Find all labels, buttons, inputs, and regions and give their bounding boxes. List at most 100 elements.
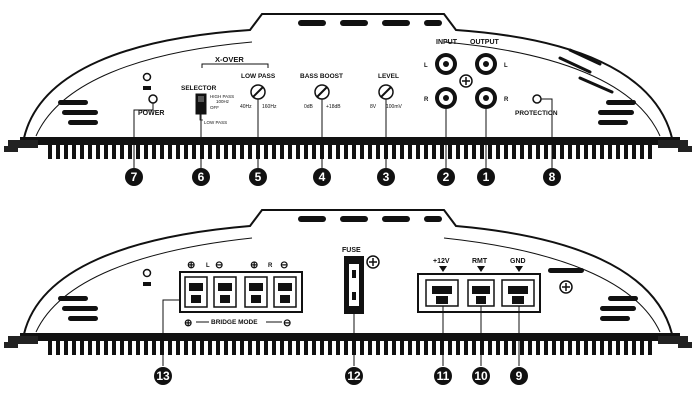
power-label: POWER	[138, 110, 164, 117]
callout-9: 9	[510, 367, 528, 385]
speaker-terminals[interactable]	[184, 276, 297, 308]
power-led	[148, 94, 158, 104]
bottom-leader-lines	[162, 299, 520, 366]
bass-boost-knob[interactable]	[314, 84, 330, 100]
bottom-right-side-vents	[600, 296, 638, 321]
bottom-panel: ⊕ L ⊖ ⊕ R ⊖ ⊕ BRIDGE MODE ⊖ FUSE	[4, 209, 692, 366]
selector-label: SELECTOR	[181, 85, 217, 92]
top-heatsink-fins	[44, 145, 652, 159]
callout-12: 12	[345, 367, 363, 385]
terminal-rmt-label: RMT	[472, 258, 488, 265]
callout-10: 10	[472, 367, 490, 385]
protection-led	[532, 94, 542, 104]
top-vent-slots	[298, 20, 442, 26]
output-channel-right: R	[504, 97, 509, 103]
callout-13: 13	[154, 367, 172, 385]
level-max: 100mV	[386, 104, 403, 110]
speaker-minus-left-icon: ⊖	[215, 260, 223, 271]
svg-text:12: 12	[347, 369, 361, 383]
bass-boost-max: +18dB	[326, 104, 341, 110]
callout-1: 1	[477, 168, 495, 186]
bridge-plus-icon: ⊕	[184, 318, 192, 329]
top-panel: POWER X-OVER SELECTOR HIGH PASS 100Hz OF…	[4, 13, 692, 168]
input-channel-left: L	[424, 63, 428, 69]
callout-6: 6	[192, 168, 210, 186]
callout-2: 2	[437, 168, 455, 186]
speaker-plus-right-icon: ⊕	[250, 260, 258, 271]
callout-4: 4	[313, 168, 331, 186]
bridge-mode-label: BRIDGE MODE	[211, 319, 258, 326]
output-rca-right[interactable]	[475, 87, 497, 109]
selector-high-pass: HIGH PASS	[210, 94, 234, 99]
low-pass-min: 40Hz	[240, 104, 252, 110]
level-knob[interactable]	[378, 84, 394, 100]
center-screw	[459, 74, 473, 88]
top-left-foot	[4, 140, 38, 152]
terminal-screw	[559, 280, 573, 294]
svg-text:3: 3	[383, 170, 390, 184]
level-label: LEVEL	[378, 73, 399, 80]
svg-text:8: 8	[549, 170, 556, 184]
input-rca-right[interactable]	[435, 87, 457, 109]
svg-text:6: 6	[198, 170, 205, 184]
svg-text:4: 4	[319, 170, 326, 184]
terminal-12v-arrow-icon	[439, 266, 447, 272]
svg-text:13: 13	[156, 369, 170, 383]
svg-text:9: 9	[516, 369, 523, 383]
terminal-12v-label: +12V	[433, 258, 450, 265]
top-body-outline	[22, 13, 674, 139]
bridge-minus-icon: ⊖	[283, 318, 291, 329]
bottom-vent-slots	[298, 216, 442, 222]
selector-off: OFF	[210, 105, 219, 110]
bass-boost-min: 0dB	[304, 104, 314, 110]
svg-text:2: 2	[443, 170, 450, 184]
svg-text:1: 1	[483, 170, 490, 184]
input-rca-left[interactable]	[435, 53, 457, 75]
speaker-minus-right-icon: ⊖	[280, 260, 288, 271]
fuse-label: FUSE	[342, 247, 361, 254]
input-label: INPUT	[436, 39, 458, 46]
top-right-side-vents	[598, 100, 636, 125]
low-pass-max: 160Hz	[262, 104, 277, 110]
top-heatsink-base	[20, 137, 680, 145]
power-terminals[interactable]	[425, 279, 535, 307]
speaker-left-label: L	[206, 263, 210, 269]
terminal-gnd-label: GND	[510, 258, 526, 265]
top-right-foot	[658, 140, 692, 152]
callout-7: 7	[125, 168, 143, 186]
top-leader-lines	[133, 98, 553, 168]
callout-11: 11	[434, 367, 452, 385]
bottom-right-foot	[658, 336, 692, 348]
svg-text:10: 10	[474, 369, 488, 383]
svg-text:5: 5	[255, 170, 262, 184]
low-pass-label: LOW PASS	[241, 73, 276, 80]
output-label: OUTPUT	[470, 39, 500, 46]
level-min: 8V	[370, 104, 377, 110]
callout-8: 8	[543, 168, 561, 186]
bottom-heatsink-base	[20, 333, 680, 341]
protection-label: PROTECTION	[515, 110, 558, 117]
bottom-left-foot	[4, 336, 38, 348]
input-channel-right: R	[424, 97, 429, 103]
fuse-screw	[366, 255, 380, 269]
callout-5: 5	[249, 168, 267, 186]
speaker-right-label: R	[268, 263, 273, 269]
output-rca-left[interactable]	[475, 53, 497, 75]
callouts: 7 6 5 4 3 2 1 8 13 12 11 10 9	[125, 168, 561, 385]
output-channel-left: L	[504, 63, 508, 69]
terminal-gnd-arrow-icon	[515, 266, 523, 272]
indicator-dot	[142, 72, 152, 82]
bottom-left-side-vents	[58, 296, 98, 321]
selector-high-pass-freq: 100Hz	[216, 99, 230, 104]
top-left-side-vents	[58, 100, 98, 125]
selector-low-pass: LOW PASS	[204, 120, 227, 125]
top-right-grille	[558, 48, 614, 94]
xover-label: X-OVER	[215, 55, 244, 64]
callout-3: 3	[377, 168, 395, 186]
bass-boost-label: BASS BOOST	[300, 73, 343, 80]
low-pass-knob[interactable]	[250, 84, 266, 100]
terminal-rmt-arrow-icon	[477, 266, 485, 272]
fuse-holder[interactable]	[344, 256, 364, 314]
svg-text:7: 7	[131, 170, 138, 184]
